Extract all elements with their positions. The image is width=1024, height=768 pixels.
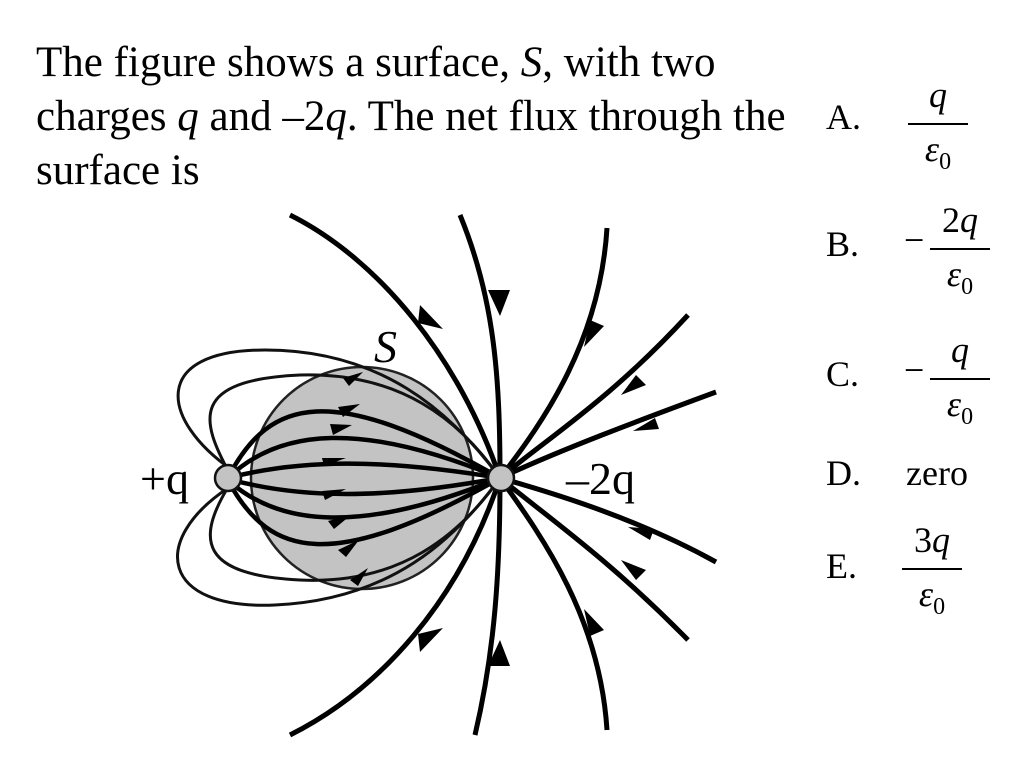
option-e[interactable]: E. 3q ε0 [826, 520, 1006, 635]
surface-label: S [374, 321, 397, 372]
numerator: 2q [942, 200, 978, 240]
numerator: q [929, 75, 947, 115]
numerator: 3q [914, 520, 950, 560]
denominator: ε0 [918, 574, 946, 621]
option-letter: B. [826, 224, 860, 264]
numerator: q [951, 330, 969, 370]
fraction-bar [908, 123, 968, 125]
external-field-lines [288, 212, 718, 738]
gaussian-surface [249, 365, 475, 591]
negative-charge [486, 463, 516, 493]
option-letter: D. [826, 453, 861, 493]
minus-sign: − [904, 350, 925, 390]
fraction-bar [930, 378, 990, 380]
option-letter: A. [826, 97, 861, 137]
fraction-bar [902, 568, 962, 570]
option-d[interactable]: D. zero [826, 452, 1016, 502]
negative-charge-label: –2q [565, 453, 635, 504]
option-b[interactable]: B. − 2q ε0 [826, 200, 1016, 315]
option-letter: E. [826, 546, 857, 586]
option-c[interactable]: C. − q ε0 [826, 330, 1016, 445]
option-a[interactable]: A. q ε0 [826, 75, 1006, 190]
interior-field-lines [228, 409, 502, 547]
minus-sign: − [904, 220, 925, 260]
positive-charge-label: +q [140, 453, 189, 504]
option-letter: C. [826, 354, 860, 394]
external-arrows [418, 290, 659, 666]
denominator: ε0 [946, 384, 974, 431]
option-text: zero [906, 453, 968, 493]
denominator: ε0 [924, 129, 952, 176]
surface-symbol: S [520, 39, 543, 86]
fraction-bar [930, 248, 990, 250]
interior-arrows [322, 372, 368, 586]
denominator: ε0 [946, 254, 974, 301]
positive-charge [213, 463, 243, 493]
outer-field-loops [176, 348, 502, 607]
question-text: The figure shows a surface, S, with two … [36, 39, 786, 194]
